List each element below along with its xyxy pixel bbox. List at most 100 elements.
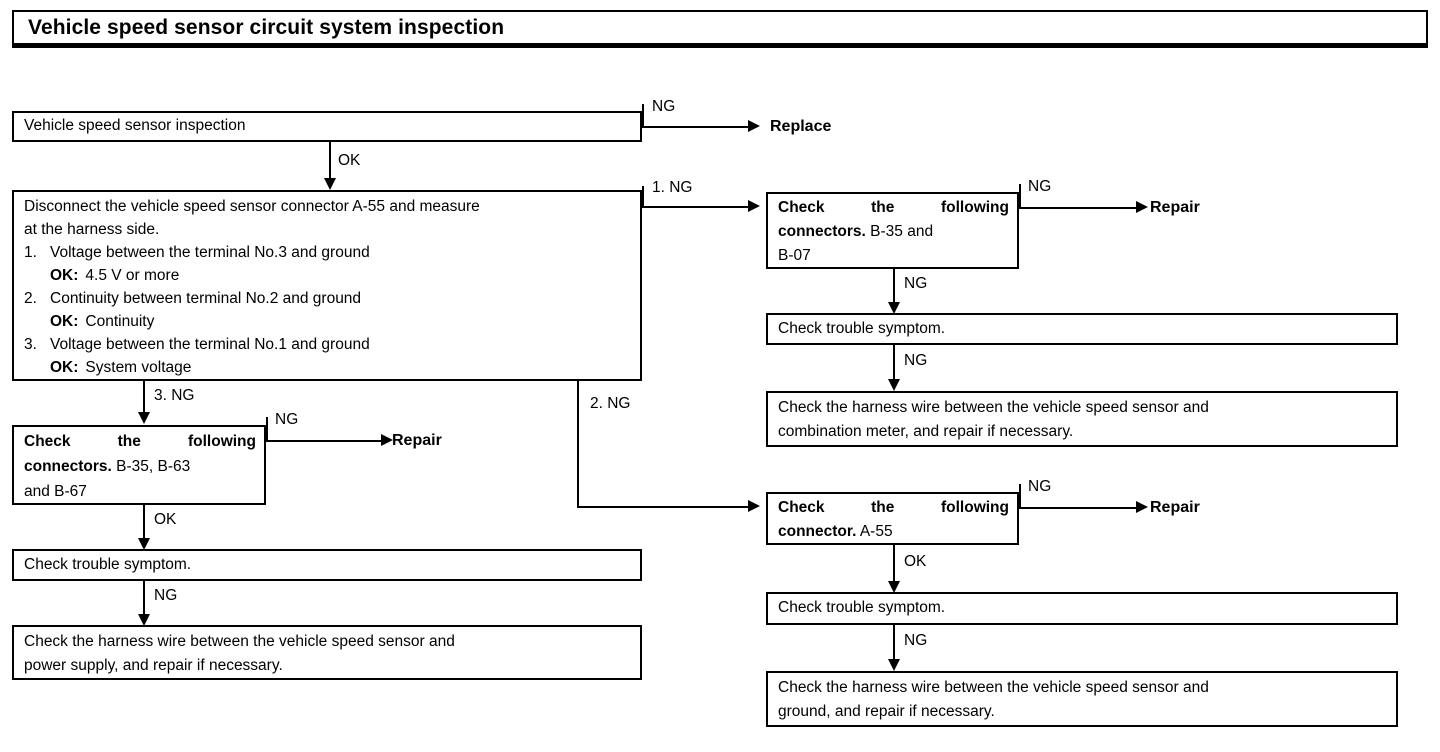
page-title: Vehicle speed sensor circuit system insp… — [28, 15, 505, 39]
edge-label-sensor-ng: NG — [652, 98, 676, 115]
edge-left-conn-ng-arrowhead — [381, 434, 393, 446]
page-title-bar: Vehicle speed sensor circuit system insp… — [12, 10, 1428, 48]
edge-a55-ng-arrowhead — [1136, 501, 1148, 513]
box-measure-line2: at the harness side. — [24, 221, 160, 238]
box-connector-a55-lead-line1: Check the following — [778, 499, 1009, 516]
box-sensor-inspection-label: Vehicle speed sensor inspection — [24, 117, 246, 134]
measure-item-1-number: 1. — [24, 244, 37, 261]
measure-item-3-text: Voltage between the terminal No.1 and gr… — [50, 336, 370, 353]
edge-measure-3ng-arrowhead — [138, 412, 150, 424]
edge-measure-1ng-line — [642, 206, 750, 208]
box-harness-combination-meter: Check the harness wire between the vehic… — [766, 391, 1398, 447]
measure-item-2-number: 2. — [24, 290, 37, 307]
edge-label-a55-ng: NG — [1028, 478, 1052, 495]
box-trouble-symptom-right-top-label: Check trouble symptom. — [778, 320, 946, 337]
edge-sensor-ok-line — [329, 142, 331, 180]
box-trouble-symptom-right-bottom-label: Check trouble symptom. — [778, 599, 946, 616]
box-measure-line1: Disconnect the vehicle speed sensor conn… — [24, 198, 480, 215]
box-connector-a55-lead-line2: connector. — [778, 523, 857, 540]
edge-label-left-symptom-ng: NG — [154, 587, 178, 604]
box-connector-a55-value-line2: A-55 — [856, 523, 893, 540]
box-harness-power-supply-line2: power supply, and repair if necessary. — [24, 657, 283, 674]
edge-label-measure-1ng: 1. NG — [652, 179, 693, 196]
edge-label-right-symptom-ng: NG — [904, 352, 928, 369]
box-connectors-right-lead-line2: connectors. — [778, 223, 866, 240]
edge-left-conn-ok-line — [143, 505, 145, 541]
box-harness-combination-meter-line2: combination meter, and repair if necessa… — [778, 423, 1074, 440]
edge-label-sensor-ok: OK — [338, 152, 361, 169]
box-connectors-left-line3: and B-67 — [24, 483, 87, 500]
edge-sensor-ng-line — [642, 126, 750, 128]
edge-label-a55-ok: OK — [904, 553, 927, 570]
box-trouble-symptom-right-bottom: Check trouble symptom. — [766, 592, 1398, 625]
edge-right-conn-ng-stub — [1019, 184, 1021, 208]
measure-item-2-ok-value: Continuity — [85, 313, 155, 330]
edge-label-measure-2ng: 2. NG — [590, 395, 631, 412]
box-measure-list: 1. Voltage between the terminal No.3 and … — [24, 241, 632, 379]
edge-label-left-conn-ok: OK — [154, 511, 177, 528]
measure-item-2-text: Continuity between terminal No.2 and gro… — [50, 290, 362, 307]
list-item: 2. Continuity between terminal No.2 and g… — [24, 287, 632, 310]
box-connectors-left-lead-line2: connectors. — [24, 458, 112, 475]
measure-item-3-number: 3. — [24, 336, 37, 353]
edge-measure-1ng-stub — [642, 186, 644, 208]
edge-sensor-ng-stub — [642, 104, 644, 128]
edge-right-bottom-symptom-ng-line — [893, 625, 895, 662]
edge-right-bottom-symptom-ng-arrowhead — [888, 659, 900, 671]
edge-left-symptom-ng-arrowhead — [138, 614, 150, 626]
box-connectors-right-lead-line1: Check the following — [778, 199, 1009, 216]
list-item: OK:4.5 V or more — [24, 264, 632, 287]
list-item: 1. Voltage between the terminal No.3 and … — [24, 241, 632, 264]
edge-measure-1ng-arrowhead — [748, 200, 760, 212]
measure-item-1-ok-label: OK: — [50, 267, 79, 284]
list-item: OK:System voltage — [24, 356, 632, 379]
edge-left-conn-ok-arrowhead — [138, 538, 150, 550]
measure-item-3-ok-label: OK: — [50, 359, 79, 376]
measure-item-2-ok-label: OK: — [50, 313, 79, 330]
edge-a55-ok-arrowhead — [888, 581, 900, 593]
box-sensor-inspection: Vehicle speed sensor inspection — [12, 111, 642, 142]
box-trouble-symptom-left: Check trouble symptom. — [12, 549, 642, 581]
edge-label-right-conn-down-ng: NG — [904, 275, 928, 292]
box-connectors-right-value-line2: B-35 and — [865, 223, 934, 240]
edge-left-symptom-ng-line — [143, 581, 145, 617]
box-connectors-right-line3: B-07 — [778, 247, 811, 264]
edge-right-conn-ng-line — [1019, 207, 1141, 209]
box-connector-a55: Check the following connector. A-55 — [766, 492, 1019, 545]
edge-right-symptom-ng-line — [893, 345, 895, 382]
box-harness-ground: Check the harness wire between the vehic… — [766, 671, 1398, 727]
edge-a55-ng-stub — [1019, 484, 1021, 508]
list-item: 3. Voltage between the terminal No.1 and … — [24, 333, 632, 356]
edge-a55-ok-line — [893, 545, 895, 583]
edge-measure-2ng-arrowhead — [748, 500, 760, 512]
box-harness-ground-line2: ground, and repair if necessary. — [778, 703, 995, 720]
terminal-replace: Replace — [770, 118, 832, 135]
edge-right-conn-ng-arrowhead — [1136, 201, 1148, 213]
measure-item-1-text: Voltage between the terminal No.3 and gr… — [50, 244, 370, 261]
edge-sensor-ok-arrowhead — [324, 178, 336, 190]
edge-label-right-conn-ng: NG — [1028, 178, 1052, 195]
edge-measure-2ng-hline — [577, 506, 750, 508]
edge-measure-3ng-line — [143, 381, 145, 414]
edge-label-left-conn-ng: NG — [275, 411, 299, 428]
terminal-repair-right-top: Repair — [1150, 199, 1200, 216]
box-harness-power-supply-line1: Check the harness wire between the vehic… — [24, 633, 455, 650]
terminal-repair-left: Repair — [392, 432, 442, 449]
edge-label-measure-3ng: 3. NG — [154, 387, 195, 404]
box-connectors-b35-b63-b67: Check the following connectors. B-35, B-… — [12, 425, 266, 505]
box-measure: Disconnect the vehicle speed sensor conn… — [12, 190, 642, 381]
edge-right-conn-down-ng-arrowhead — [888, 302, 900, 314]
edge-left-conn-ng-line — [266, 440, 385, 442]
edge-measure-2ng-vline — [577, 381, 579, 507]
list-item: OK: Continuity — [24, 310, 632, 333]
box-harness-combination-meter-line1: Check the harness wire between the vehic… — [778, 399, 1209, 416]
box-connectors-b35-b07: Check the following connectors. B-35 and… — [766, 192, 1019, 269]
box-connectors-left-lead-line1: Check the following — [24, 433, 256, 450]
edge-label-right-bottom-symptom-ng: NG — [904, 632, 928, 649]
edge-right-conn-down-ng-line — [893, 269, 895, 305]
box-harness-power-supply: Check the harness wire between the vehic… — [12, 625, 642, 680]
terminal-repair-right-bottom: Repair — [1150, 499, 1200, 516]
box-trouble-symptom-left-label: Check trouble symptom. — [24, 556, 192, 573]
box-harness-ground-line1: Check the harness wire between the vehic… — [778, 679, 1209, 696]
